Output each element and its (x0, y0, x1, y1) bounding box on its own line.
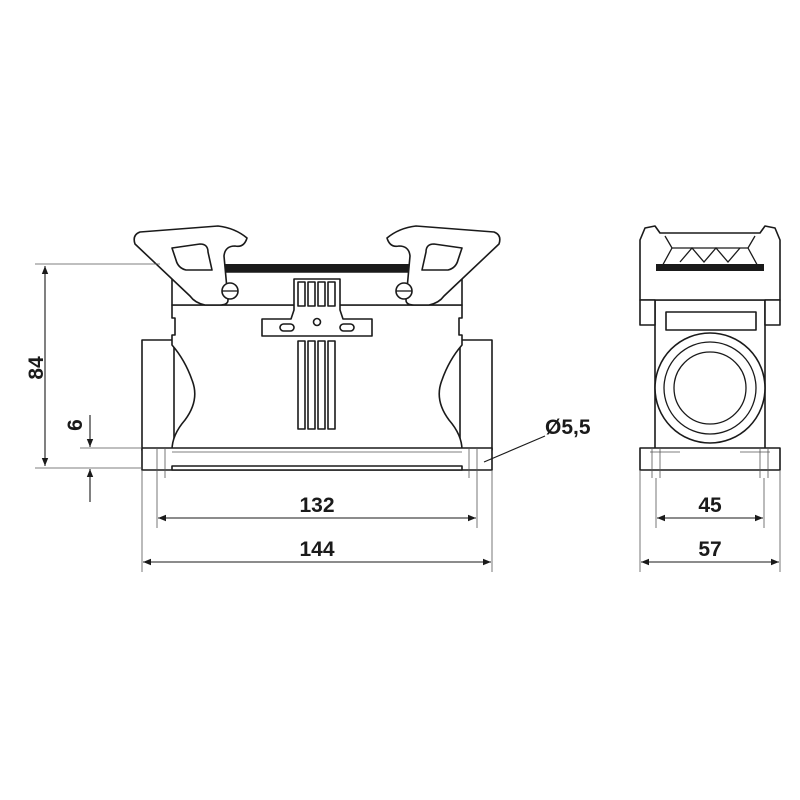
dim-6: 6 (64, 419, 87, 431)
front-view (133, 225, 501, 478)
side-view (639, 225, 781, 478)
dim-132: 132 (299, 494, 334, 517)
dim-hole-diameter: Ø5,5 (545, 416, 591, 439)
dim-84: 84 (25, 356, 48, 380)
dimensions: 84 6 Ø5,5 132 144 45 57 (25, 263, 781, 572)
dim-144: 144 (299, 538, 334, 561)
dim-57: 57 (698, 538, 721, 561)
dim-45: 45 (698, 494, 722, 517)
